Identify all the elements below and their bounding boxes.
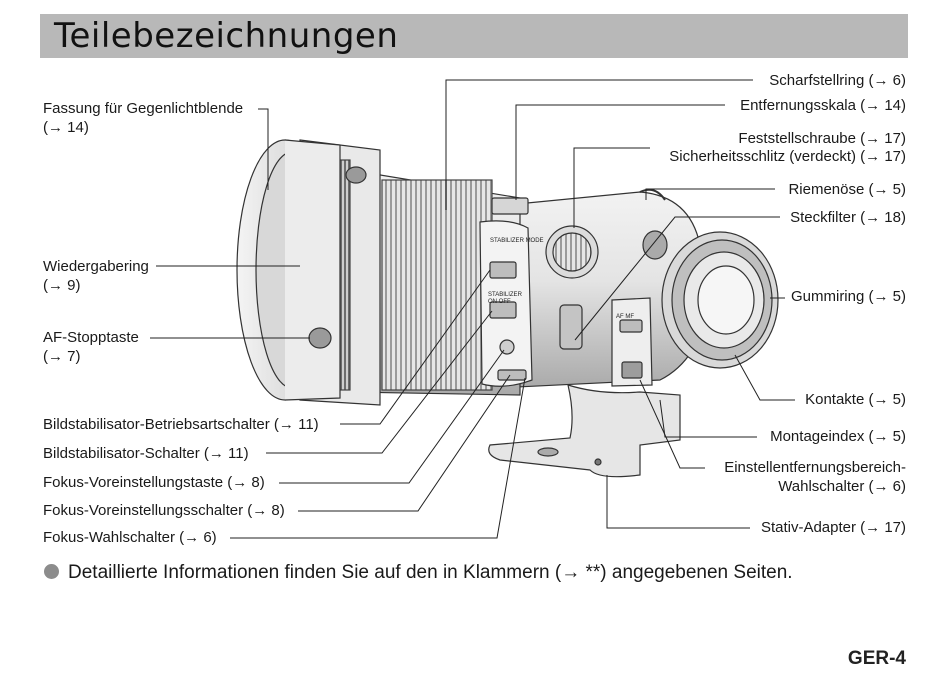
page-title: Teilebezeichnungen [54,16,399,56]
label-range-limiter: Einstellentfernungsbereich- Wahlschalter… [724,459,906,495]
af-stop-button-front [308,327,332,349]
leader-strap-eyelet [645,188,775,200]
leader-drop-in-filter [574,216,780,341]
label-strap-eyelet: Riemenöse (→ 5) [788,181,906,198]
lens-illustration [236,139,779,478]
lens-markings: STABILIZER MODE STABILIZER ON OFF AF MF [488,238,634,320]
strap-eyelet [639,188,666,201]
label-focus-mode-switch: Fokus-Wahlschalter (→ 6) [43,529,217,546]
focus-preset-switch-graphic [497,369,527,381]
stabilizer-mode-switch [489,261,517,279]
label-drop-in-filter: Steckfilter (→ 18) [790,209,906,226]
leader-mount-index [659,399,757,438]
af-mf-switch [619,319,643,333]
leader-focus-mode-switch [230,377,526,539]
leader-focus-preset-button [279,349,505,484]
leader-contacts [734,354,795,401]
distance-scale-window [491,197,529,215]
title-bar: Teilebezeichnungen [40,14,908,58]
leader-lock-screw [573,147,650,228]
leader-distance-scale [515,104,725,200]
label-distance-scale: Entfernungsskala (→ 14) [740,97,906,114]
marking-stabilizer-mode: STABILIZER MODE [490,238,544,244]
leader-focus-preset-switch [298,374,511,512]
stabilizer-onoff-switch [489,301,517,319]
focus-ring-ribs [381,179,493,391]
tripod-foot-hole [537,447,559,457]
label-af-stop: AF-Stopptaste (→ 7) [43,329,139,365]
marking-af-mf: AF MF [616,314,634,320]
label-hood-mount: Fassung für Gegenlichtblende (→ 14) [43,100,244,136]
label-mount-index: Montageindex (→ 5) [770,428,906,445]
page-number: GER-4 [847,648,906,669]
label-playback-ring: Wiedergabering (→ 9) [43,258,149,294]
marking-stabilizer: STABILIZER [488,292,523,298]
footnote: Detaillierte Informationen finden Sie au… [44,561,793,585]
leader-range-limiter [639,379,705,469]
mount-side-knob [642,230,668,260]
label-stabilizer-switch: Bildstabilisator-Schalter (→ 11) [43,445,249,462]
lens-hood-body [284,139,341,401]
label-focus-preset-switch: Fokus-Voreinstellungsschalter (→ 8) [43,502,285,519]
tripod-adapter-graphic [488,384,681,478]
footnote-text: Detaillierte Informationen finden Sie au… [68,562,793,583]
leader-lines [150,79,795,539]
lens-mount-glass [697,265,755,335]
label-lock-screw: Feststellschraube (→ 17) [738,130,906,147]
range-limiter-switch [621,361,643,379]
bullet-icon [44,564,59,579]
label-stabilizer-mode: Bildstabilisator-Betriebsartschalter (→ … [43,416,319,433]
leader-hood-mount [258,108,269,190]
tripod-screw [594,458,602,466]
drop-in-filter-graphic [559,304,583,350]
label-security-slot: Sicherheitsschlitz (verdeckt) (→ 17) [669,148,906,165]
leader-tripod-adapter [606,475,750,529]
af-stop-button-top [345,166,367,184]
leader-stabilizer-switch [266,310,493,454]
label-tripod-adapter: Stativ-Adapter (→ 17) [760,519,906,536]
leader-focus-ring [445,79,753,210]
label-focus-preset-button: Fokus-Voreinstellungstaste (→ 8) [43,474,265,491]
label-rubber-ring: Gummiring (→ 5) [790,288,906,305]
leader-stabilizer-mode [340,269,491,425]
label-contacts: Kontakte (→ 5) [805,391,906,408]
marking-on-off: ON OFF [488,299,511,305]
label-focus-ring: Scharfstellring (→ 6) [769,72,906,89]
